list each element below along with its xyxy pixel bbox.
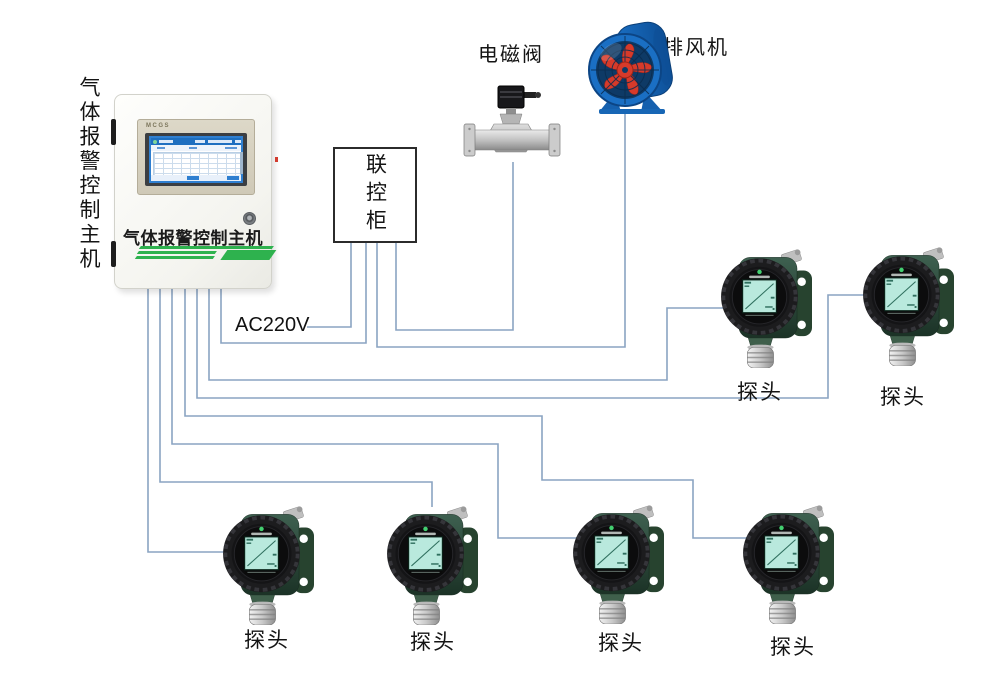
hinge-top xyxy=(111,119,116,145)
wire-detector-3 xyxy=(171,287,579,539)
hinge-bottom xyxy=(111,241,116,267)
gas-detector-2 xyxy=(386,505,480,625)
wire-detector-5 xyxy=(208,287,727,381)
screen-toolbar xyxy=(151,145,241,151)
wire-detector-6 xyxy=(196,287,869,399)
gas-detector-5 xyxy=(720,248,814,368)
hmi-bezel xyxy=(145,133,247,186)
panel-indicator-light xyxy=(275,157,278,162)
wire-controller-to-cabinet xyxy=(220,240,367,344)
hmi-panel: MCGS xyxy=(137,119,278,195)
hmi-screen xyxy=(149,136,243,183)
cabinet-label: 联控柜 xyxy=(363,153,388,237)
screen-scrollbar xyxy=(240,152,243,174)
detector-label-1: 探头 xyxy=(244,628,290,652)
controller-side-caption: 气体报警控制主机 xyxy=(77,76,101,272)
screen-titlebar xyxy=(151,138,241,145)
detector-label-2: 探头 xyxy=(410,630,456,654)
door-lock-icon xyxy=(243,212,256,225)
valve-label: 电磁阀 xyxy=(478,44,544,66)
detector-label-5: 探头 xyxy=(737,380,783,404)
wire-detector-1 xyxy=(147,287,234,553)
wire-detector-4 xyxy=(184,287,749,539)
gas-alarm-controller: MCGS xyxy=(111,94,278,289)
gas-detector-1 xyxy=(222,505,316,625)
wire-power-ac220v xyxy=(307,240,352,328)
gas-detector-3 xyxy=(572,504,666,624)
hmi-brand-label: MCGS xyxy=(146,123,170,129)
fan-label: 排风机 xyxy=(663,37,729,59)
gas-detector-4 xyxy=(742,504,836,624)
screen-status-dot xyxy=(153,139,157,144)
wire-detector-2 xyxy=(159,287,433,507)
screen-bottombar xyxy=(151,175,241,181)
detector-label-4: 探头 xyxy=(770,635,816,659)
controller-front-label: 气体报警控制主机 xyxy=(123,229,263,248)
wire-cabinet-to-valve xyxy=(395,162,514,331)
screen-trend-grid xyxy=(153,152,241,176)
detector-label-6: 探头 xyxy=(880,385,926,409)
wire-cabinet-to-fan xyxy=(376,112,626,348)
detector-label-3: 探头 xyxy=(598,631,644,655)
brand-stripes xyxy=(135,246,277,260)
linkage-control-cabinet: 联控柜 xyxy=(333,147,417,243)
gas-detector-6 xyxy=(862,246,956,366)
solenoid-valve xyxy=(463,85,561,157)
power-label: AC220V xyxy=(235,314,310,336)
exhaust-fan xyxy=(588,21,673,114)
